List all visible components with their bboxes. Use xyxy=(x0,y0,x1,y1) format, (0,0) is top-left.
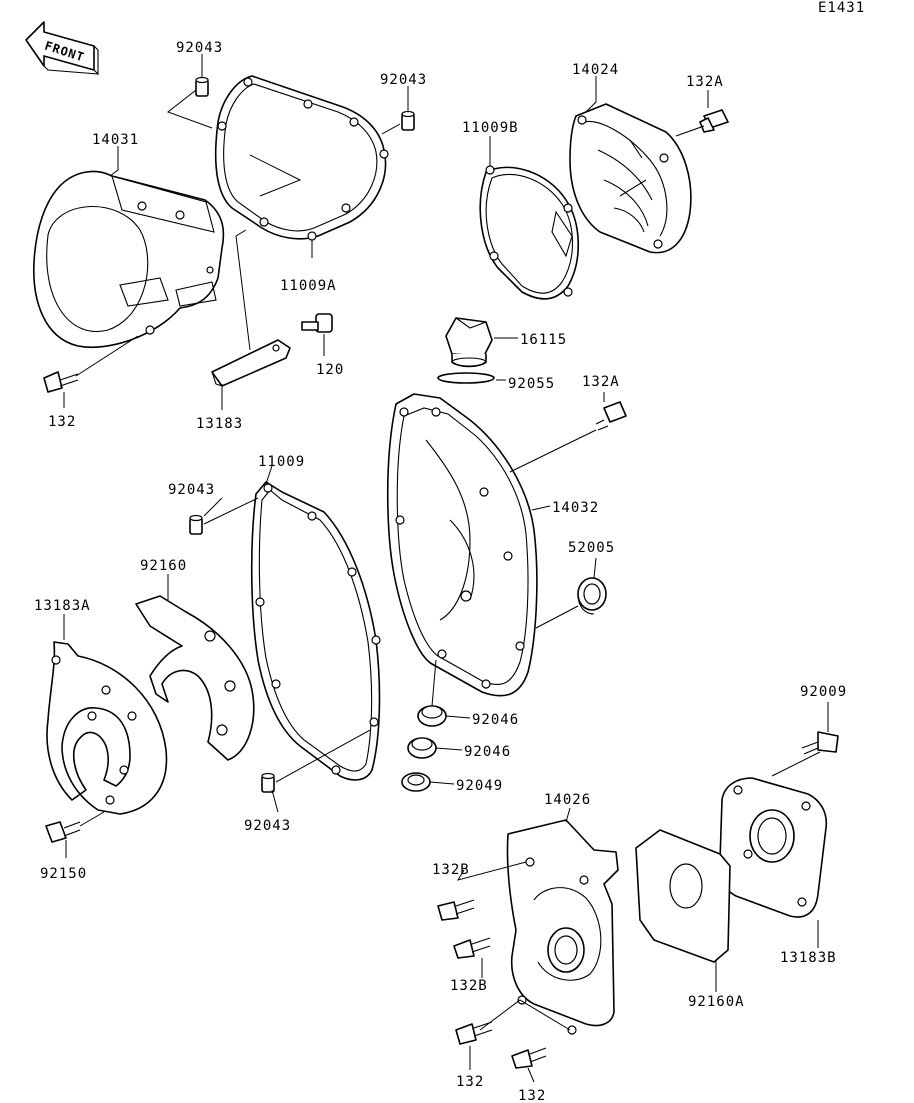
label-120: 120 xyxy=(316,362,344,378)
cover-92160 xyxy=(135,595,255,761)
gasket-11009A xyxy=(214,75,389,241)
label-14031: 14031 xyxy=(92,132,139,148)
label-11009B: 11009B xyxy=(462,120,519,136)
bolt-132B-a xyxy=(437,899,475,921)
dowel-92043-a xyxy=(195,76,209,97)
oil-seal-52005 xyxy=(577,577,607,615)
oring-92055 xyxy=(437,372,495,384)
bearing-92046-b xyxy=(407,737,437,759)
dowel-92043-d xyxy=(261,772,275,793)
bolt-132A-b xyxy=(595,401,627,431)
dowel-92043-c xyxy=(189,514,203,535)
label-132-b: 132 xyxy=(456,1074,484,1090)
label-92160: 92160 xyxy=(140,558,187,574)
gasket-11009 xyxy=(250,481,381,781)
clutch-cover-14032 xyxy=(386,393,538,697)
label-92009: 92009 xyxy=(800,684,847,700)
label-13183B: 13183B xyxy=(780,950,837,966)
label-13183: 13183 xyxy=(196,416,243,432)
label-13183A: 13183A xyxy=(34,598,91,614)
plate-13183B xyxy=(718,777,828,918)
filler-cap-16115 xyxy=(445,317,493,368)
front-arrow-icon: FRONT xyxy=(25,21,99,76)
bolt-132B-b xyxy=(453,937,491,959)
label-132A-b: 132A xyxy=(582,374,620,390)
label-132B-a: 132B xyxy=(432,862,470,878)
label-16115: 16115 xyxy=(520,332,567,348)
label-92055: 92055 xyxy=(508,376,555,392)
plate-13183A xyxy=(46,641,168,815)
bolt-120 xyxy=(301,313,333,333)
label-132A-a: 132A xyxy=(686,74,724,90)
label-92043-c: 92043 xyxy=(168,482,215,498)
label-132-c: 132 xyxy=(518,1088,546,1103)
label-92150: 92150 xyxy=(40,866,87,882)
bearing-92046-a xyxy=(417,705,447,727)
label-11009: 11009 xyxy=(258,454,305,470)
label-132-a: 132 xyxy=(48,414,76,430)
plate-13183 xyxy=(211,339,291,387)
label-92043-d: 92043 xyxy=(244,818,291,834)
bolt-132A-a xyxy=(675,109,729,137)
diagram-code: E1431 xyxy=(818,0,865,16)
label-14032: 14032 xyxy=(552,500,599,516)
label-14026: 14026 xyxy=(544,792,591,808)
label-52005: 52005 xyxy=(568,540,615,556)
cover-14026 xyxy=(506,819,619,1035)
bolt-132-c xyxy=(511,1047,547,1069)
label-14024: 14024 xyxy=(572,62,619,78)
dowel-92043-b xyxy=(401,110,415,131)
label-132B-b: 132B xyxy=(450,978,488,994)
label-92043-b: 92043 xyxy=(380,72,427,88)
label-92160A: 92160A xyxy=(688,994,745,1010)
bolt-132-b xyxy=(455,1021,493,1045)
label-92046-a: 92046 xyxy=(472,712,519,728)
cover-92160A xyxy=(635,829,731,963)
cover-14024 xyxy=(569,103,692,254)
bolt-92150 xyxy=(45,821,81,843)
leader-lines xyxy=(63,54,829,1083)
bolt-92009 xyxy=(801,731,839,755)
gasket-11009B xyxy=(479,165,580,300)
label-11009A: 11009A xyxy=(280,278,337,294)
bolt-132-a xyxy=(43,371,79,393)
label-92043-a: 92043 xyxy=(176,40,223,56)
label-92049: 92049 xyxy=(456,778,503,794)
label-92046-b: 92046 xyxy=(464,744,511,760)
stator-cover-14031 xyxy=(33,170,225,348)
seal-92049 xyxy=(401,772,431,792)
